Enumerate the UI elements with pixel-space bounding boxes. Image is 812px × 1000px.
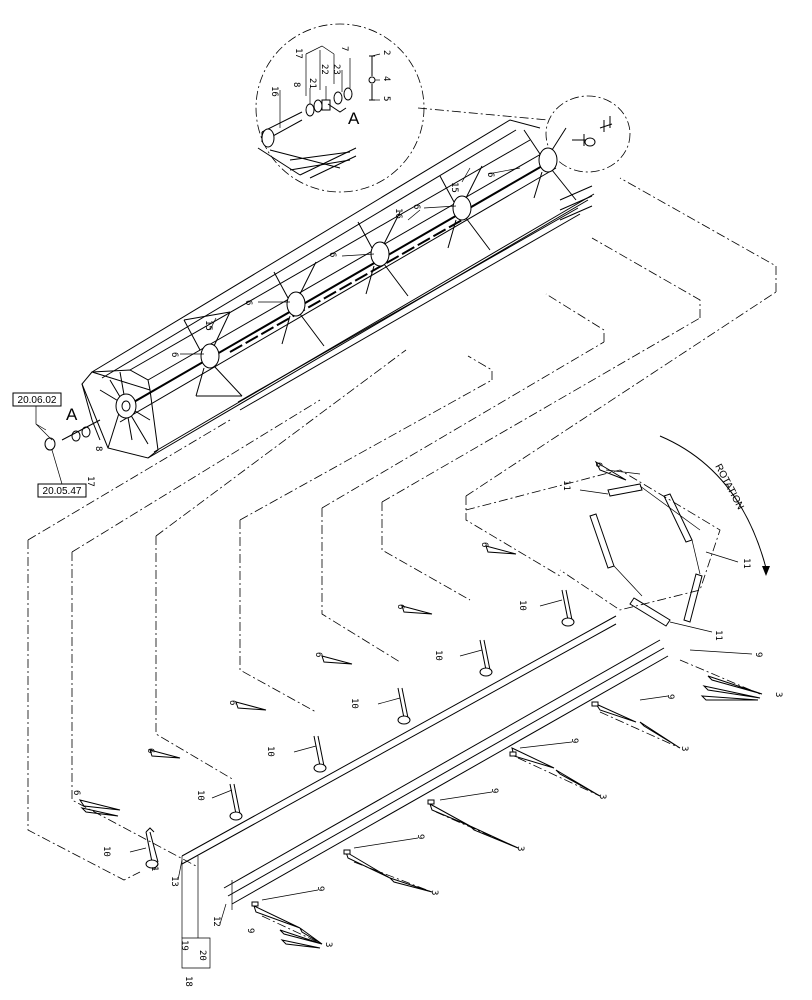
callout-6-i: 6 <box>313 652 323 657</box>
callout-3-d: 3 <box>515 846 525 851</box>
callout-6-d: 6 <box>243 300 253 305</box>
callout-1: 1 <box>149 866 159 871</box>
callout-3-a: 3 <box>773 692 783 697</box>
callout-16: 16 <box>393 208 403 219</box>
callout-numbers: 17 16 8 21 22 23 7 2 4 5 6 15 6 16 6 6 1… <box>71 46 783 987</box>
rotation-label: ROTATION <box>712 462 745 511</box>
callout-6-b: 6 <box>411 204 421 209</box>
callout-17-bubble: 17 <box>293 48 303 59</box>
callout-9-d: 9 <box>489 788 499 793</box>
callout-18: 18 <box>183 976 193 987</box>
callout-11-c: 11 <box>713 630 723 641</box>
callout-20: 20 <box>197 950 207 961</box>
rotation-bats: ROTATION <box>589 435 770 627</box>
callout-3-b: 3 <box>679 746 689 751</box>
callout-9-f: 9 <box>315 886 325 891</box>
callout-9-a: 9 <box>753 652 763 657</box>
detail-marker-bubble: A <box>348 109 360 128</box>
callout-9-g: 9 <box>245 928 255 933</box>
callout-6-e: 6 <box>169 352 179 357</box>
callout-3-e: 3 <box>429 890 439 895</box>
magnify-circle <box>545 95 631 173</box>
callout-15-b: 15 <box>203 320 213 331</box>
callout-9-e: 9 <box>415 834 425 839</box>
callout-16-bubble: 16 <box>269 86 279 97</box>
callout-6-f: 6 <box>593 462 603 467</box>
callout-21: 21 <box>307 78 317 89</box>
callout-10-f: 10 <box>101 846 111 857</box>
explosion-lines <box>27 177 777 881</box>
callout-7: 7 <box>339 46 349 51</box>
callout-8-bubble: 8 <box>291 82 301 87</box>
callout-10-b: 10 <box>433 650 443 661</box>
bottom-callout-group <box>181 856 211 969</box>
callout-3-f: 3 <box>323 942 333 947</box>
callout-6-h: 6 <box>395 604 405 609</box>
reel-arms <box>145 589 575 869</box>
callout-10-d: 10 <box>265 746 275 757</box>
callout-23: 23 <box>331 64 341 75</box>
reel-frame <box>44 119 595 459</box>
callout-12: 12 <box>211 916 221 927</box>
callout-6-g: 6 <box>479 542 489 547</box>
reference-box-lower[interactable]: 20.05.47 <box>37 483 87 498</box>
callout-15-a: 15 <box>449 182 459 193</box>
callout-9-b: 9 <box>665 694 675 699</box>
leader-lines <box>129 167 753 925</box>
callout-6-k: 6 <box>145 748 155 753</box>
callout-10-e: 10 <box>195 790 205 801</box>
reference-box-upper[interactable]: 20.06.02 <box>12 392 62 407</box>
callout-17: 17 <box>85 476 95 487</box>
callout-10-c: 10 <box>349 698 359 709</box>
callout-5: 5 <box>381 96 391 101</box>
callout-2: 2 <box>381 50 391 55</box>
callout-6-c: 6 <box>327 252 337 257</box>
detail-a-bubble <box>255 23 425 193</box>
callout-6-a: 6 <box>485 172 495 177</box>
callout-6-l: 6 <box>71 790 81 795</box>
reference-lower-label: 20.05.47 <box>43 486 82 497</box>
callout-4: 4 <box>381 76 391 81</box>
callout-8: 8 <box>93 446 103 451</box>
bat-assemblies <box>78 460 763 949</box>
callout-10-a: 10 <box>517 600 527 611</box>
callout-11-a: 11 <box>561 480 571 491</box>
callout-9-c: 9 <box>569 738 579 743</box>
callout-19: 19 <box>179 940 189 951</box>
callout-22: 22 <box>319 64 329 75</box>
callout-11-b: 11 <box>741 558 751 569</box>
callout-6-j: 6 <box>227 700 237 705</box>
detail-marker-left: A <box>66 405 78 424</box>
callout-13: 13 <box>169 876 179 887</box>
callout-3-c: 3 <box>597 794 607 799</box>
reference-upper-label: 20.06.02 <box>18 395 57 406</box>
